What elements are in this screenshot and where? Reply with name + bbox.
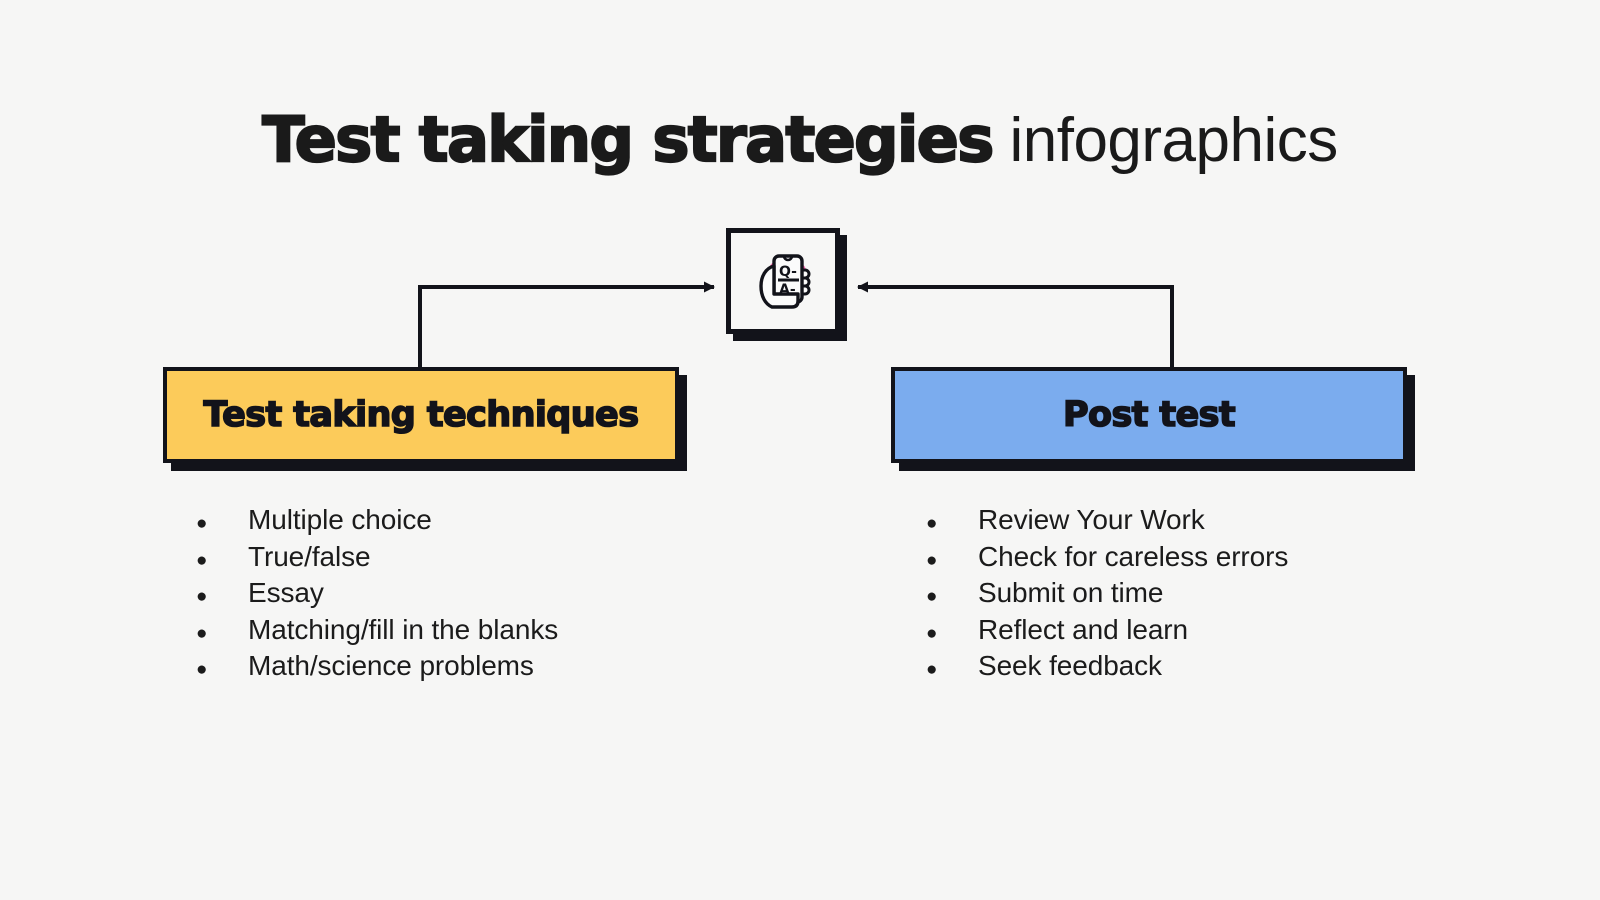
list-item-label: True/false: [248, 540, 371, 572]
list-item-label: Reflect and learn: [978, 613, 1188, 645]
phone-notch: [782, 255, 794, 262]
category-label: Test taking techniques: [203, 394, 640, 436]
category-box-test-taking-techniques[interactable]: Test taking techniques: [163, 367, 679, 463]
list-item-label: Multiple choice: [248, 504, 432, 535]
list-item: ● Essay: [196, 577, 558, 614]
list-item-label: Seek feedback: [978, 650, 1162, 681]
list-item-label: Submit on time: [978, 577, 1164, 608]
connector-right-path: [857, 281, 1174, 367]
list-item: ● Matching/fill in the blanks: [196, 614, 558, 651]
bullet-icon: ●: [196, 549, 208, 571]
bullet-icon: ●: [926, 622, 938, 644]
list-item: ● Reflect and learn: [926, 614, 1288, 651]
list-item: ● Seek feedback: [926, 650, 1288, 687]
list-item: ● Multiple choice: [196, 504, 558, 541]
list-item: ● Check for careless errors: [926, 541, 1288, 578]
page-title: Test taking strategies infographics: [0, 106, 1600, 176]
list-item: ● Review Your Work: [926, 504, 1288, 541]
phone-q-label: Q-: [779, 264, 797, 280]
page-title-light: infographics: [992, 106, 1338, 176]
bullet-icon: ●: [926, 513, 938, 534]
bullet-icon: ●: [196, 586, 208, 607]
bullet-list-test-taking-techniques: ● Multiple choice ● True/false ● Essay ●…: [196, 504, 558, 687]
bullet-list-post-test: ● Review Your Work ● Check for careless …: [926, 504, 1288, 687]
bullet-icon: ●: [926, 659, 938, 680]
bullet-icon: ●: [196, 622, 208, 644]
connector-left-path: [418, 281, 715, 367]
list-item: ● Math/science problems: [196, 650, 558, 687]
list-item-label: Review Your Work: [978, 504, 1205, 535]
bullet-icon: ●: [196, 659, 208, 680]
hand-shape: [759, 264, 800, 309]
category-box-post-test[interactable]: Post test: [891, 367, 1407, 463]
list-item-label: Essay: [248, 577, 324, 608]
list-item: ● True/false: [196, 541, 558, 578]
hand-holding-phone-qa-icon: Q- A-: [759, 254, 811, 309]
bullet-icon: ●: [926, 549, 938, 571]
bullet-icon: ●: [196, 513, 208, 534]
list-item-label: Matching/fill in the blanks: [248, 613, 559, 645]
category-label: Post test: [1062, 394, 1236, 436]
list-item-label: Math/science problems: [248, 650, 534, 681]
page-title-strong: Test taking strategies: [261, 103, 995, 177]
center-node-card: Q- A-: [726, 228, 840, 334]
bullet-icon: ●: [926, 586, 938, 607]
list-item-label: Check for careless errors: [978, 540, 1289, 572]
list-item: ● Submit on time: [926, 577, 1288, 614]
